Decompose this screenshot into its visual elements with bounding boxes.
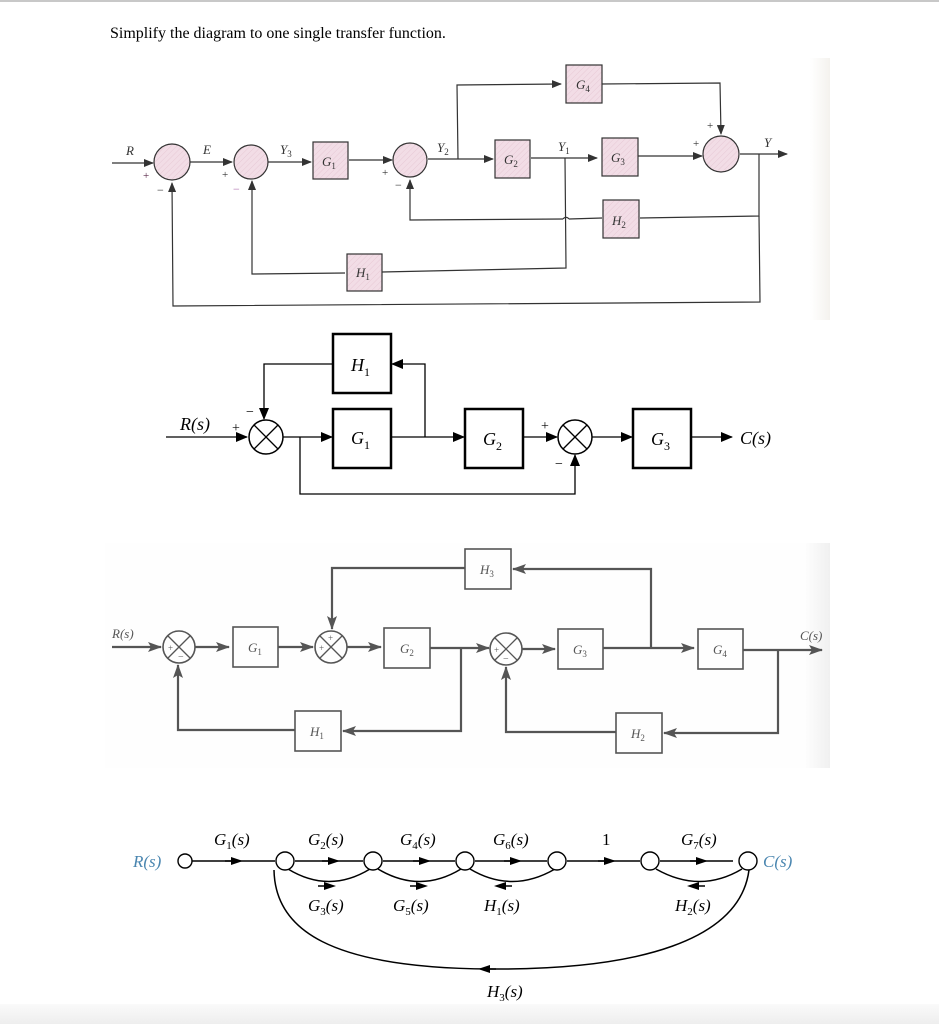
svg-text:C(s): C(s) — [800, 628, 822, 643]
d1-block-g3 — [601, 137, 639, 177]
svg-text:−: − — [246, 405, 254, 420]
svg-text:+: + — [168, 643, 173, 653]
svg-text:Y3: Y3 — [280, 142, 292, 159]
diagram3-page-edge — [806, 543, 830, 768]
svg-text:+: + — [222, 169, 228, 181]
svg-text:+: + — [382, 167, 388, 179]
svg-text:R(s): R(s) — [132, 852, 162, 871]
svg-text:G6(s): G6(s) — [493, 830, 529, 852]
svg-text:H2(s): H2(s) — [674, 896, 711, 918]
svg-text:−: − — [233, 182, 240, 196]
svg-text:G1: G1 — [248, 640, 262, 657]
svg-text:H3: H3 — [479, 562, 494, 579]
svg-text:H3(s): H3(s) — [486, 982, 523, 1004]
svg-text:−: − — [395, 178, 402, 192]
svg-text:H1: H1 — [309, 724, 324, 741]
svg-text:Y: Y — [764, 135, 773, 150]
d1-block-h2 — [602, 199, 640, 239]
svg-text:+: + — [707, 120, 713, 132]
svg-text:+: + — [693, 138, 699, 150]
svg-text:−: − — [555, 457, 563, 472]
svg-text:G3: G3 — [651, 429, 670, 453]
svg-text:−: − — [503, 654, 509, 665]
svg-text:E: E — [202, 142, 211, 157]
diagram4-labels: R(s) C(s) G1(s) G2(s) G4(s) G6(s) 1 G7(s… — [132, 830, 793, 1004]
bottom-fade — [0, 1004, 939, 1024]
svg-text:G2: G2 — [400, 641, 414, 658]
svg-text:R(s): R(s) — [179, 414, 210, 435]
diagram2 — [166, 332, 733, 495]
svg-text:C(s): C(s) — [763, 852, 793, 871]
svg-text:H1(s): H1(s) — [483, 896, 520, 918]
diagram1-background — [112, 58, 830, 320]
svg-text:+: + — [494, 645, 499, 655]
diagram1-labels: R E 3 Y3 Y2 Y1 Y G1 G2 G3 G4 H1 H2 + − +… — [125, 77, 773, 282]
svg-text:G3(s): G3(s) — [308, 896, 344, 918]
top-border — [0, 0, 939, 2]
svg-text:+: + — [232, 421, 240, 436]
svg-text:−: − — [157, 183, 164, 197]
svg-text:G4(s): G4(s) — [400, 830, 436, 852]
diagram4 — [177, 851, 758, 973]
svg-text:Y2: Y2 — [437, 140, 449, 157]
d1-block-h1 — [346, 253, 383, 292]
d1-block-g4 — [565, 64, 603, 104]
svg-text:+: + — [328, 633, 333, 643]
svg-text:+: + — [541, 419, 549, 434]
d1-block-g2 — [494, 139, 531, 179]
svg-text:−: − — [178, 652, 184, 663]
svg-text:G1(s): G1(s) — [214, 830, 250, 852]
svg-text:G2(s): G2(s) — [308, 830, 344, 852]
diagram1 — [112, 64, 788, 307]
svg-text:G3: G3 — [573, 642, 587, 659]
svg-text:Y1: Y1 — [558, 139, 570, 156]
d1-block-g1 — [312, 141, 349, 180]
svg-text:G2: G2 — [483, 429, 502, 453]
svg-text:C(s): C(s) — [740, 428, 771, 449]
diagram1-page-edge — [810, 58, 830, 320]
svg-text:R(s): R(s) — [111, 626, 134, 641]
svg-text:R: R — [125, 143, 134, 158]
diagram3 — [112, 548, 823, 754]
svg-text:+: + — [319, 643, 324, 653]
question-title: Simplify the diagram to one single trans… — [110, 25, 446, 42]
svg-text:G1: G1 — [351, 428, 370, 452]
svg-text:1: 1 — [602, 830, 611, 849]
svg-text:H1: H1 — [350, 355, 370, 379]
svg-text:+: + — [143, 170, 149, 182]
svg-text:G4: G4 — [713, 642, 727, 659]
svg-text:G7(s): G7(s) — [681, 830, 717, 852]
svg-text:G5(s): G5(s) — [393, 896, 429, 918]
svg-text:H2: H2 — [630, 726, 645, 743]
